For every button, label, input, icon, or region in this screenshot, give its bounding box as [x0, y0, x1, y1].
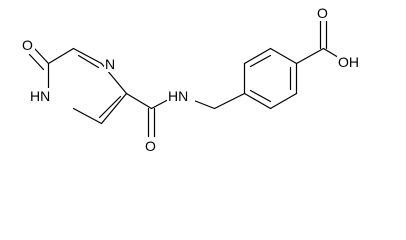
keto-oxygen-label: O: [22, 37, 33, 53]
acid-oxygen-bg: [316, 5, 330, 21]
bond-c6-n1: [72, 47, 103, 65]
bond-c5-c6: [47, 47, 75, 65]
ring-nitrogen-label: N: [105, 56, 115, 72]
bond-cooh-oh: [322, 47, 340, 59]
amide-nh-label: HN: [168, 88, 188, 104]
ring-nh-label: HN: [30, 88, 50, 104]
amide-oxygen-label: O: [145, 138, 156, 154]
acid-hydroxyl-bg: [337, 54, 365, 70]
keto-oxygen-bg: [21, 37, 35, 53]
ring-nitrogen-bg: [104, 56, 117, 72]
bond-ar-cooh: [295, 47, 325, 65]
amide-oxygen-bg: [144, 138, 158, 154]
bond-n-ch2: [190, 98, 216, 110]
bond-c6-n1-double: [77, 54, 100, 69]
bond-c2-c3: [100, 92, 128, 125]
bond-ar-3: [269, 47, 298, 65]
bond-c2-c3-double: [98, 95, 122, 119]
benzene-ring: [243, 47, 298, 110]
acid-oxygen-label: O: [317, 5, 328, 21]
amide-nh-bg: [167, 88, 195, 104]
bond-c5-o-double: [28, 53, 45, 71]
bond-c5-o: [33, 47, 50, 65]
bond-ar-6-double: [249, 89, 272, 103]
amide-linker: [125, 92, 246, 138]
bond-ar-5: [269, 92, 298, 110]
bond-ch2-ring: [213, 92, 246, 110]
ring-nh-bg: [29, 88, 57, 104]
carboxylic-acid: [295, 19, 340, 65]
acid-hydroxyl-label: OH: [338, 54, 359, 70]
bond-carbonyl-n: [150, 98, 170, 110]
bond-ar-6: [243, 92, 272, 110]
bond-c2-carbonyl: [125, 92, 153, 110]
atom-labels: O N HN O HN O OH: [21, 5, 365, 154]
bond-ar-2: [243, 47, 272, 65]
chemical-structure: O N HN O HN O OH: [21, 5, 365, 154]
bond-ar-2-double: [249, 54, 272, 68]
bond-c3-n4: [72, 107, 103, 125]
